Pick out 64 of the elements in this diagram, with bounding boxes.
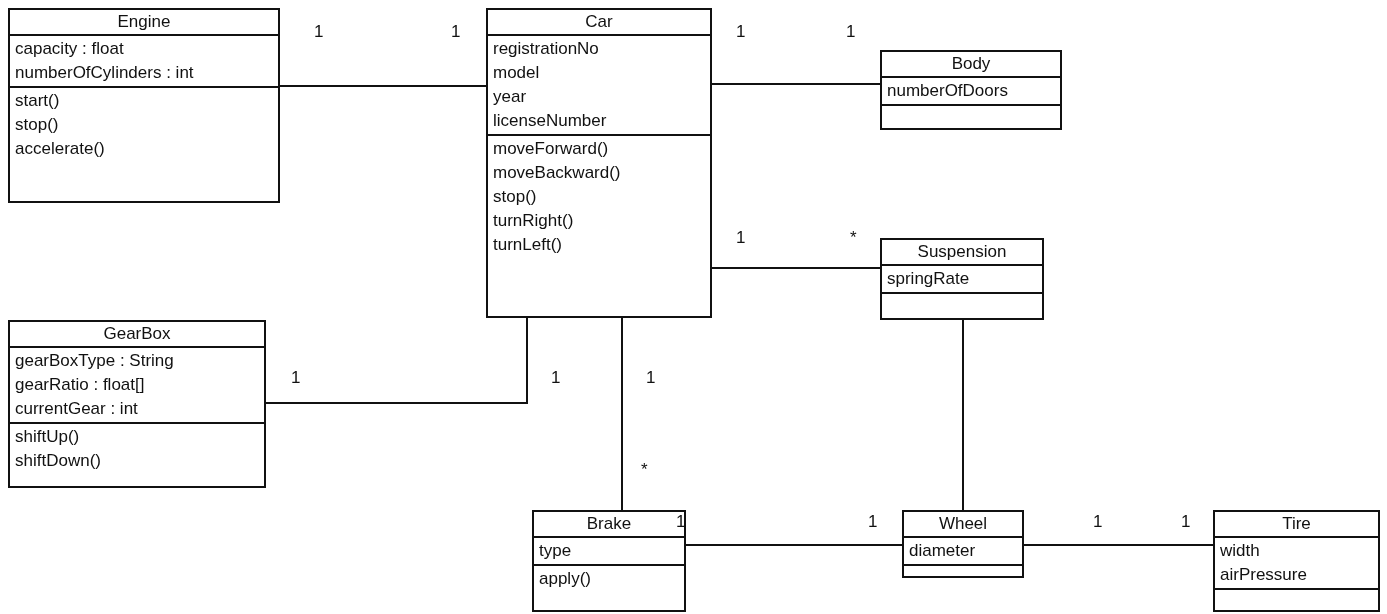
- multiplicity-label: 1: [451, 22, 461, 42]
- association-line: [621, 317, 623, 511]
- attribute-text: airPressure: [1220, 565, 1307, 584]
- attribute-text: capacity : float: [15, 39, 124, 58]
- multiplicity-label: *: [641, 460, 648, 480]
- method-text: moveForward(): [493, 139, 609, 158]
- class-box: [8, 320, 266, 488]
- class-name: Brake: [586, 514, 632, 533]
- attribute-text: diameter: [909, 541, 976, 560]
- multiplicity-label: 1: [646, 368, 656, 388]
- class-name: Car: [585, 12, 613, 31]
- attribute-text: numberOfDoors: [887, 81, 1008, 100]
- class-name: Tire: [1282, 514, 1311, 533]
- method-text: shiftUp(): [15, 427, 80, 446]
- class-name: Engine: [117, 12, 171, 31]
- method-text: stop(): [15, 115, 59, 134]
- method-text: moveBackward(): [493, 163, 621, 182]
- method-text: turnLeft(): [493, 235, 562, 254]
- multiplicity-label: *: [850, 228, 857, 248]
- association-line: [711, 267, 881, 269]
- association-line: [279, 85, 487, 87]
- attribute-text: width: [1220, 541, 1260, 560]
- attribute-text: licenseNumber: [493, 111, 607, 130]
- association-line: [962, 319, 964, 511]
- multiplicity-label: 1: [314, 22, 324, 42]
- attribute-text: gearRatio : float[]: [15, 375, 145, 394]
- class-box: [532, 510, 686, 612]
- class-box: [902, 510, 1024, 578]
- class-box: [8, 8, 280, 203]
- multiplicity-label: 1: [736, 22, 746, 42]
- attribute-text: year: [493, 87, 527, 106]
- method-text: stop(): [493, 187, 537, 206]
- attribute-text: numberOfCylinders : int: [15, 63, 194, 82]
- class-box: [880, 50, 1062, 130]
- attribute-text: registrationNo: [493, 39, 599, 58]
- class-name: Body: [951, 54, 991, 73]
- attribute-text: currentGear : int: [15, 399, 138, 418]
- class-name: GearBox: [103, 324, 171, 343]
- multiplicity-label: 1: [868, 512, 878, 532]
- method-text: apply(): [539, 569, 591, 588]
- multiplicity-label: 1: [736, 228, 746, 248]
- method-text: accelerate(): [15, 139, 105, 158]
- multiplicity-label: 1: [846, 22, 856, 42]
- method-text: turnRight(): [493, 211, 574, 230]
- method-text: shiftDown(): [15, 451, 101, 470]
- class-box: [880, 238, 1044, 320]
- method-text: start(): [15, 91, 60, 110]
- multiplicity-label: 1: [291, 368, 301, 388]
- association-line: [265, 317, 528, 404]
- multiplicity-label: 1: [676, 512, 686, 532]
- association-line: [711, 83, 881, 85]
- attribute-text: gearBoxType : String: [15, 351, 174, 370]
- class-box: [486, 8, 712, 318]
- attribute-text: model: [493, 63, 540, 82]
- multiplicity-label: 1: [1181, 512, 1191, 532]
- attribute-text: springRate: [887, 269, 970, 288]
- association-line: [685, 544, 903, 546]
- multiplicity-label: 1: [551, 368, 561, 388]
- attribute-text: type: [539, 541, 572, 560]
- association-line: [1023, 544, 1214, 546]
- class-name: Suspension: [917, 242, 1007, 261]
- class-name: Wheel: [938, 514, 988, 533]
- class-box: [1213, 510, 1380, 612]
- multiplicity-label: 1: [1093, 512, 1103, 532]
